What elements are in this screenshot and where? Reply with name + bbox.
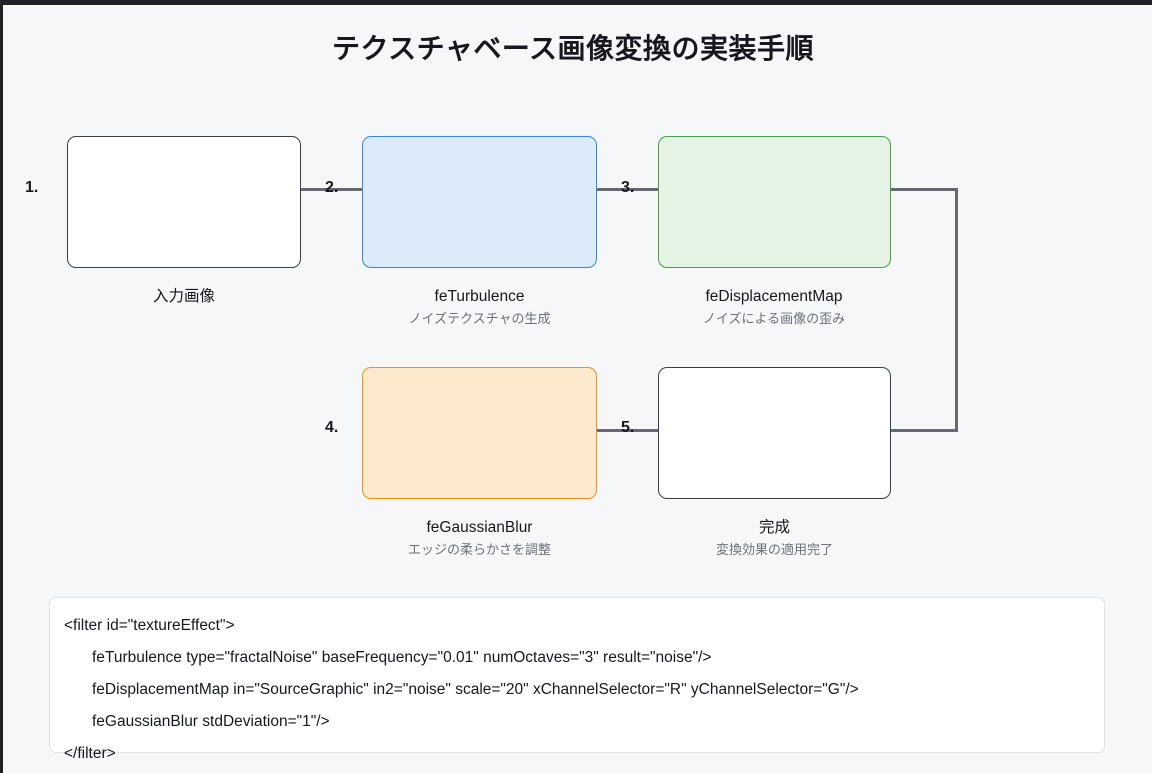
node-fedisplacementmap[interactable] bbox=[658, 136, 891, 268]
node-fegaussianblur[interactable] bbox=[362, 367, 597, 499]
connector-2-to-3 bbox=[597, 188, 660, 191]
step-number-5: 5. bbox=[621, 419, 635, 436]
page-title: テクスチャベース画像変換の実装手順 bbox=[332, 33, 814, 64]
node-caption-complete: 完成 変換効果の適用完了 bbox=[658, 518, 891, 559]
code-line: feTurbulence type="fractalNoise" baseFre… bbox=[92, 649, 712, 666]
connector-3-to-5-vertical bbox=[955, 188, 958, 432]
node-sublabel-feturbulence: ノイズテクスチャの生成 bbox=[408, 311, 551, 327]
step-number-4: 4. bbox=[325, 419, 339, 436]
code-line: feDisplacementMap in="SourceGraphic" in2… bbox=[92, 681, 859, 698]
node-label-input-image: 入力画像 bbox=[152, 288, 215, 305]
node-caption-feturbulence: feTurbulence ノイズテクスチャの生成 bbox=[362, 287, 597, 328]
node-label-complete: 完成 bbox=[758, 519, 790, 536]
node-input-image[interactable] bbox=[67, 136, 301, 268]
node-caption-fedisplacementmap: feDisplacementMap ノイズによる画像の歪み bbox=[651, 287, 897, 328]
code-line: feGaussianBlur stdDeviation="1"/> bbox=[92, 713, 330, 730]
code-line: <filter id="textureEffect"> bbox=[64, 617, 235, 634]
code-snippet-panel[interactable]: <filter id="textureEffect"> feTurbulence… bbox=[49, 597, 1105, 762]
node-label-fegaussianblur: feGaussianBlur bbox=[426, 519, 533, 536]
node-sublabel-fedisplacementmap: ノイズによる画像の歪み bbox=[702, 311, 846, 327]
step-number-3: 3. bbox=[621, 179, 635, 196]
flowchart-diagram: 1. 入力画像 2. feTurbulence ノイズテクスチャの生成 3. f… bbox=[3, 5, 1152, 773]
code-line: </filter> bbox=[64, 745, 116, 762]
node-complete[interactable] bbox=[658, 367, 891, 499]
connector-3-to-5-bottom bbox=[891, 429, 958, 432]
node-label-fedisplacementmap: feDisplacementMap bbox=[705, 288, 843, 305]
page-canvas: テクスチャベース画像変換の実装手順 1. 入力画像 2. feTurbulenc… bbox=[3, 5, 1152, 773]
node-label-feturbulence: feTurbulence bbox=[434, 288, 525, 305]
node-sublabel-fegaussianblur: エッジの柔らかさを調整 bbox=[407, 542, 551, 558]
connector-1-to-2 bbox=[301, 188, 363, 191]
step-number-1: 1. bbox=[25, 179, 39, 196]
connector-4-to-5 bbox=[597, 429, 659, 432]
connector-3-to-5-top bbox=[891, 188, 958, 191]
node-caption-fegaussianblur: feGaussianBlur エッジの柔らかさを調整 bbox=[362, 518, 597, 559]
node-caption-input-image: 入力画像 bbox=[67, 287, 301, 306]
node-sublabel-complete: 変換効果の適用完了 bbox=[715, 542, 833, 558]
node-feturbulence[interactable] bbox=[362, 136, 597, 268]
step-number-2: 2. bbox=[325, 179, 339, 196]
